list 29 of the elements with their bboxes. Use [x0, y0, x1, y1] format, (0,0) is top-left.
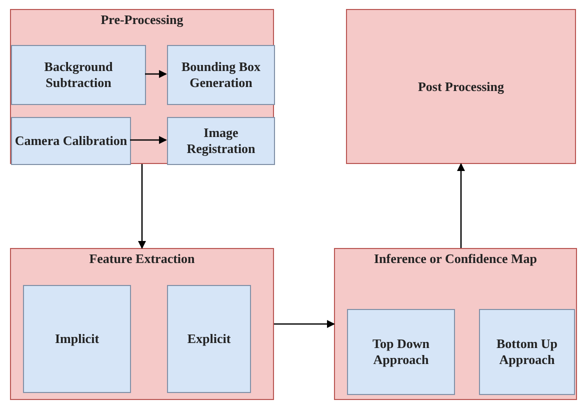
group-box — [334, 248, 577, 400]
box-label: Background Subtraction — [43, 59, 114, 91]
process-box — [11, 117, 131, 165]
box-label: Explicit — [187, 331, 231, 347]
arrow — [130, 136, 167, 144]
arrow — [274, 320, 335, 328]
box-label: Top Down Approach — [372, 336, 430, 368]
box-label: Bounding Box Generation — [180, 59, 262, 91]
box-label: Image Registration — [186, 125, 256, 157]
arrow — [145, 70, 167, 78]
process-box — [23, 285, 131, 393]
process-box — [167, 117, 275, 165]
box-label: Post Processing — [418, 78, 504, 94]
process-box — [167, 285, 251, 393]
box-label: Pre-Processing — [100, 12, 184, 28]
group-box — [346, 9, 576, 164]
process-box — [347, 309, 455, 395]
process-box — [11, 45, 146, 105]
group-box — [10, 248, 274, 400]
box-label: Inference or Confidence Map — [374, 251, 538, 267]
process-box — [479, 309, 575, 395]
group-box — [10, 9, 274, 164]
box-label: Bottom Up Approach — [495, 336, 559, 368]
box-label: Feature Extraction — [89, 251, 195, 267]
arrow — [457, 163, 465, 248]
box-label: Camera Calibration — [14, 133, 128, 149]
arrow — [138, 164, 146, 249]
process-box — [167, 45, 275, 105]
box-label: Implicit — [54, 331, 100, 347]
